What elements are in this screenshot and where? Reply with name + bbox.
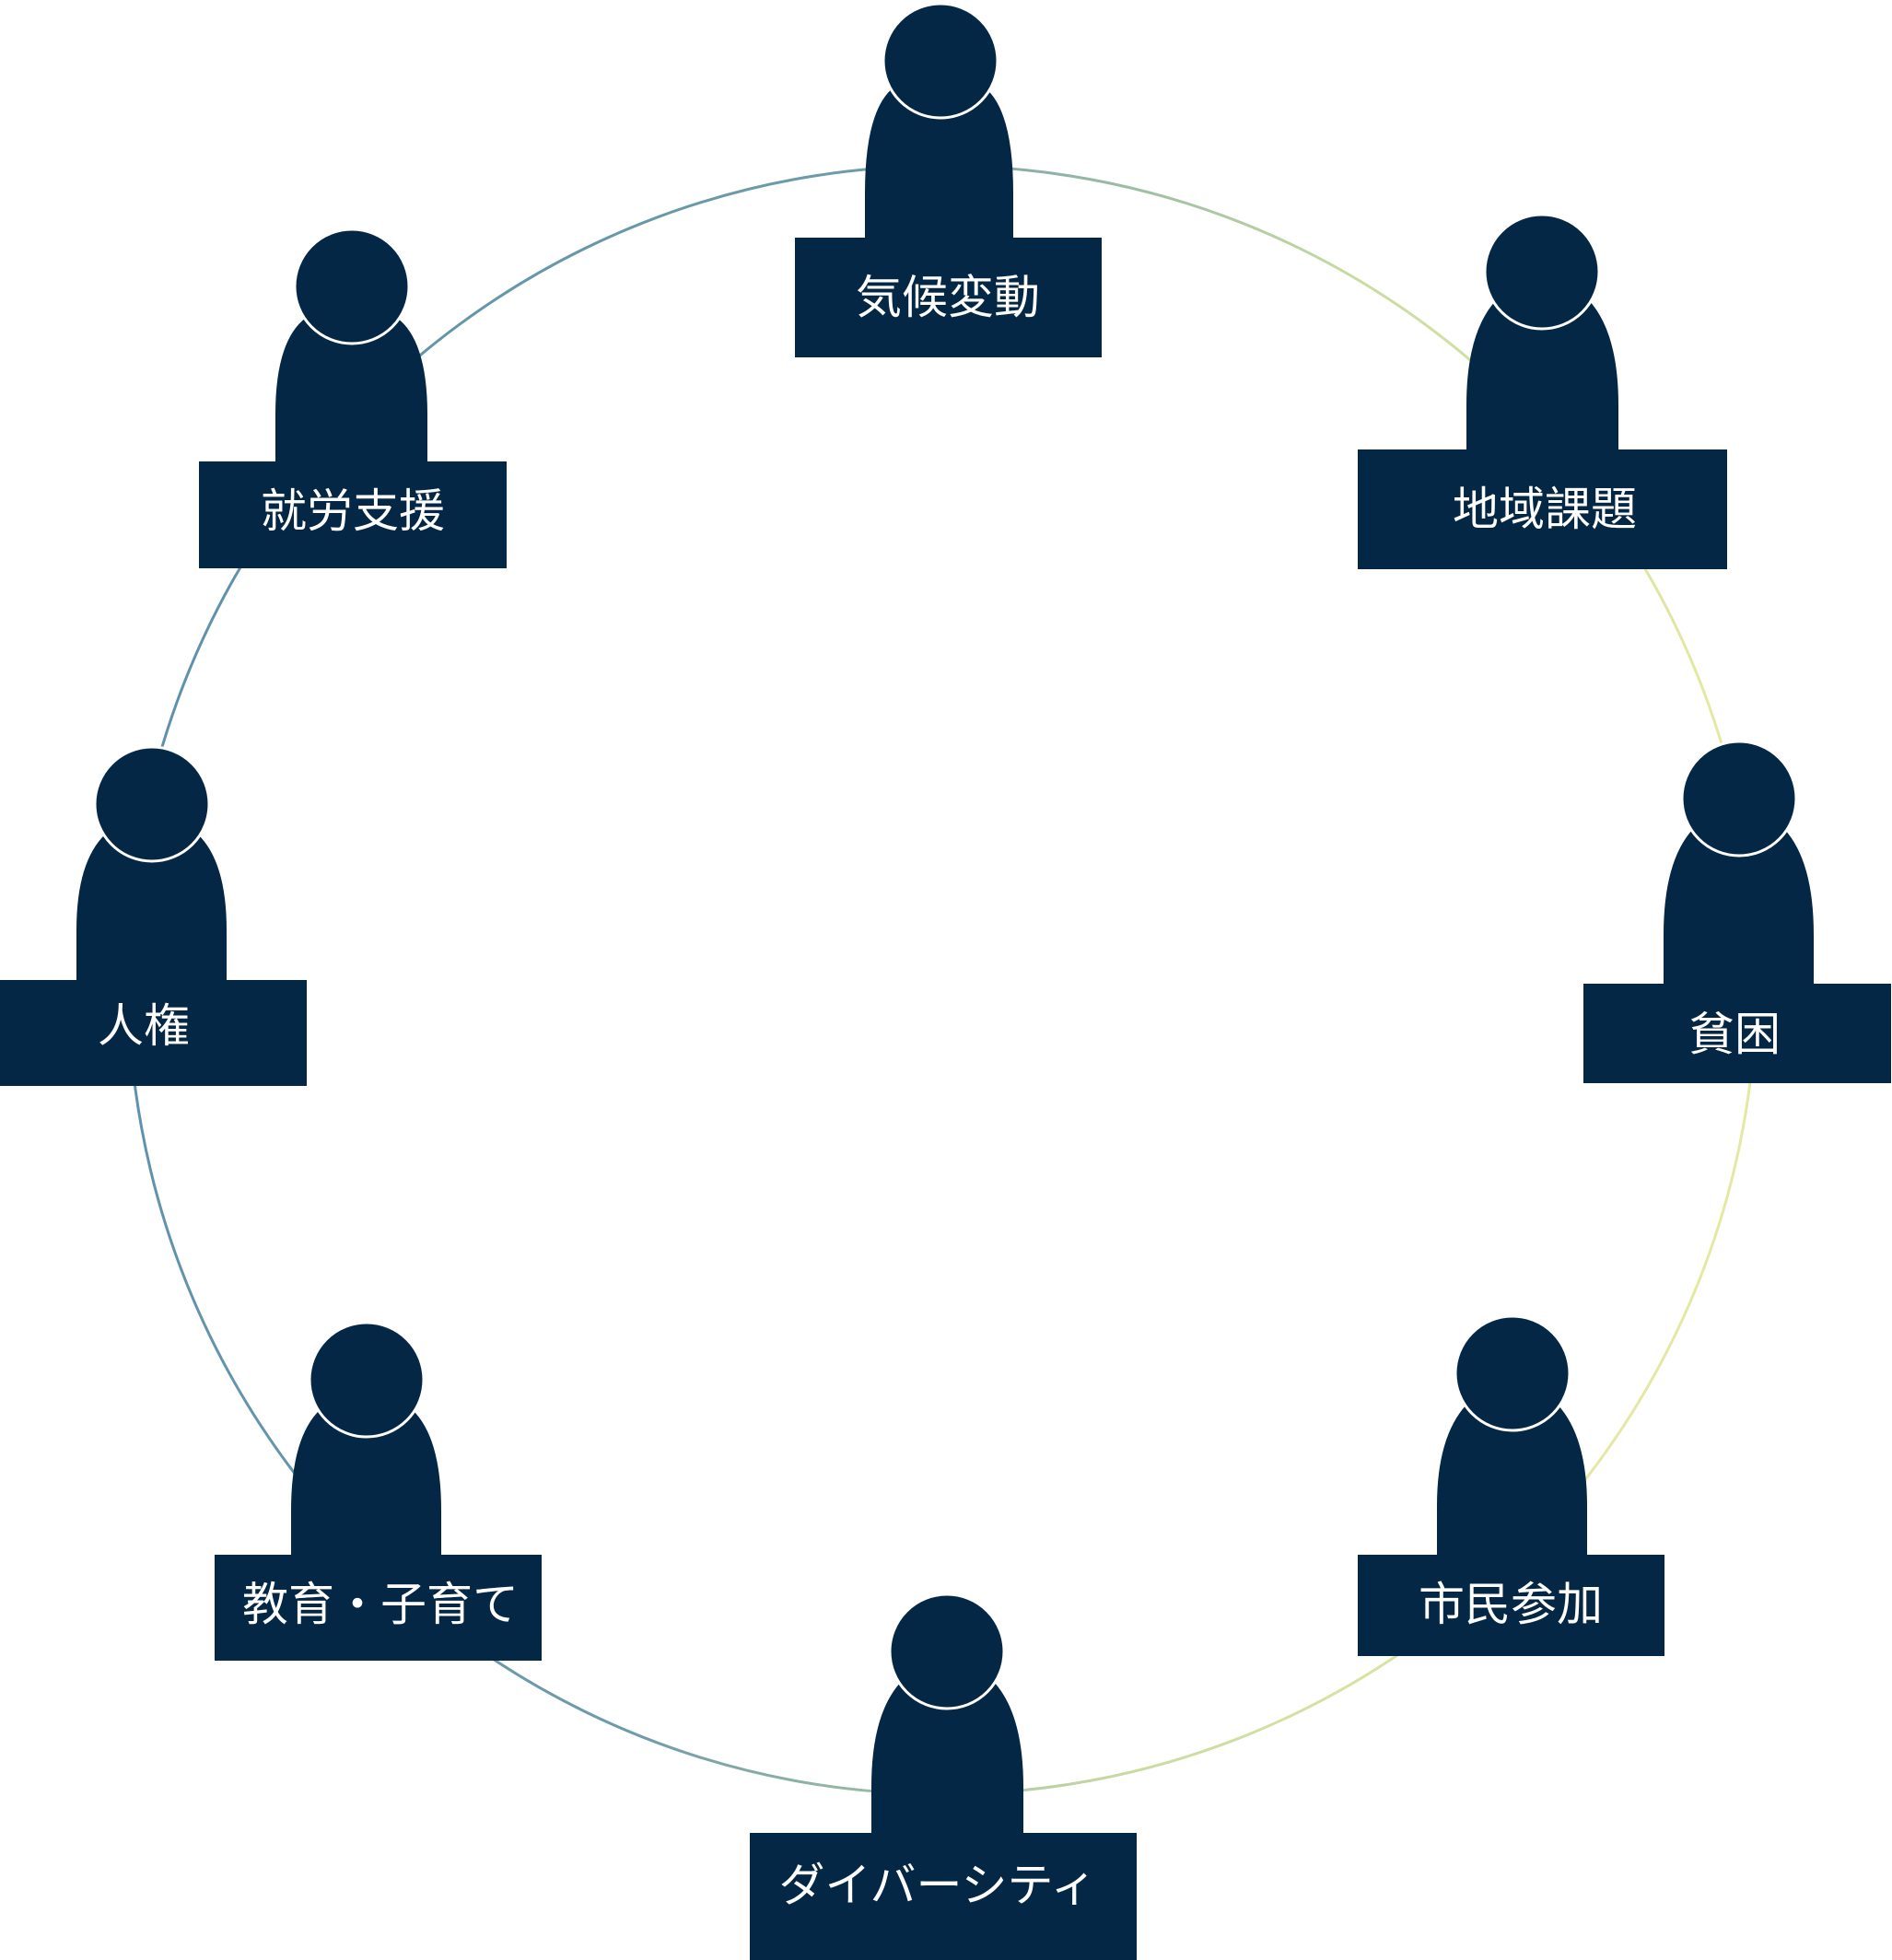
topic-label-regional: 地域課題 (1453, 483, 1637, 536)
person-education[interactable]: 教育・子育て (215, 1321, 542, 1661)
label-box (1583, 984, 1891, 1083)
topic-label-employment: 就労支援 (261, 484, 445, 538)
topic-label-human-rights: 人権 (98, 999, 190, 1053)
person-head-icon (293, 228, 411, 345)
person-body-icon (1466, 299, 1618, 451)
person-head-icon (882, 2, 999, 120)
label-box (1358, 449, 1727, 569)
label-box (750, 1833, 1137, 1960)
person-poverty[interactable]: 貧困 (1583, 740, 1891, 1083)
topic-label-climate: 気候変動 (856, 271, 1040, 324)
label-box (199, 461, 507, 568)
topic-label-civic: 市民参加 (1419, 1578, 1603, 1631)
person-body-icon (865, 88, 1013, 239)
person-climate[interactable]: 気候変動 (795, 2, 1102, 357)
label-box (0, 980, 307, 1086)
person-employment[interactable]: 就労支援 (199, 228, 507, 568)
topic-label-poverty: 貧困 (1688, 1008, 1781, 1061)
person-body-icon (1437, 1405, 1587, 1557)
person-head-icon (888, 1592, 1006, 1710)
person-head-icon (1483, 213, 1601, 331)
label-box (795, 238, 1102, 357)
person-civic[interactable]: 市民参加 (1358, 1314, 1664, 1656)
topic-label-education: 教育・子育て (242, 1578, 519, 1631)
person-body-icon (871, 1681, 1023, 1835)
person-body-icon (76, 834, 227, 982)
person-head-icon (93, 745, 211, 863)
person-head-icon (1454, 1314, 1571, 1432)
person-body-icon (275, 318, 427, 463)
person-head-icon (1680, 740, 1798, 858)
person-regional[interactable]: 地域課題 (1358, 213, 1727, 569)
label-box (1358, 1555, 1664, 1656)
person-human-rights[interactable]: 人権 (0, 745, 307, 1086)
label-box (215, 1555, 542, 1661)
topic-label-diversity: ダイバーシティ (779, 1859, 1097, 1912)
person-body-icon (1664, 829, 1814, 986)
person-body-icon (291, 1409, 441, 1557)
person-head-icon (308, 1321, 426, 1439)
person-diversity[interactable]: ダイバーシティ (750, 1592, 1137, 1960)
